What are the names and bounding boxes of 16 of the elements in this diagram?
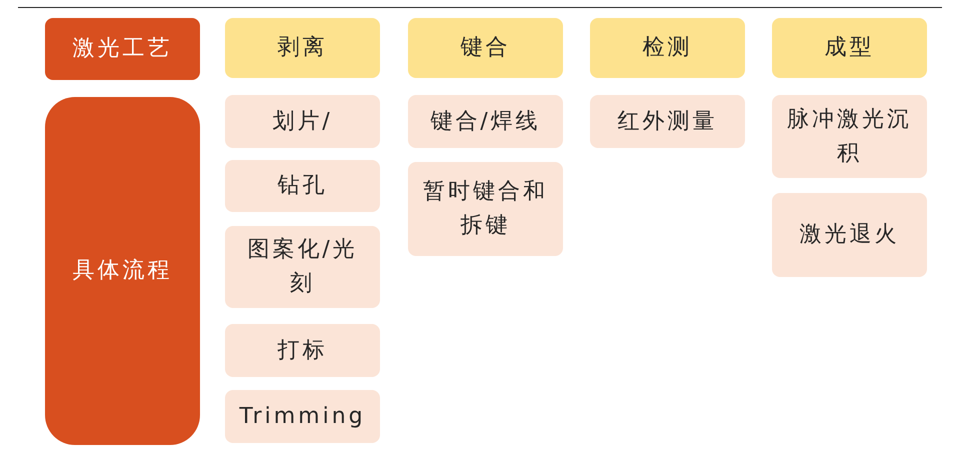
- step-box: 图案化/光刻: [225, 226, 380, 308]
- category-box: 具体流程: [45, 97, 200, 445]
- header-box: 检测: [590, 18, 745, 78]
- step-box: Trimming: [225, 390, 380, 443]
- header-box: 剥离: [225, 18, 380, 78]
- step-box: 脉冲激光沉积: [772, 95, 927, 178]
- step-box: 划片/: [225, 95, 380, 148]
- step-box: 钻孔: [225, 160, 380, 212]
- header-box: 键合: [408, 18, 563, 78]
- header-box: 成型: [772, 18, 927, 78]
- step-box: 红外测量: [590, 95, 745, 148]
- step-box: 激光退火: [772, 193, 927, 277]
- step-box: 暂时键合和拆键: [408, 162, 563, 256]
- step-box: 打标: [225, 324, 380, 377]
- category-box: 激光工艺: [45, 18, 200, 80]
- step-box: 键合/焊线: [408, 95, 563, 148]
